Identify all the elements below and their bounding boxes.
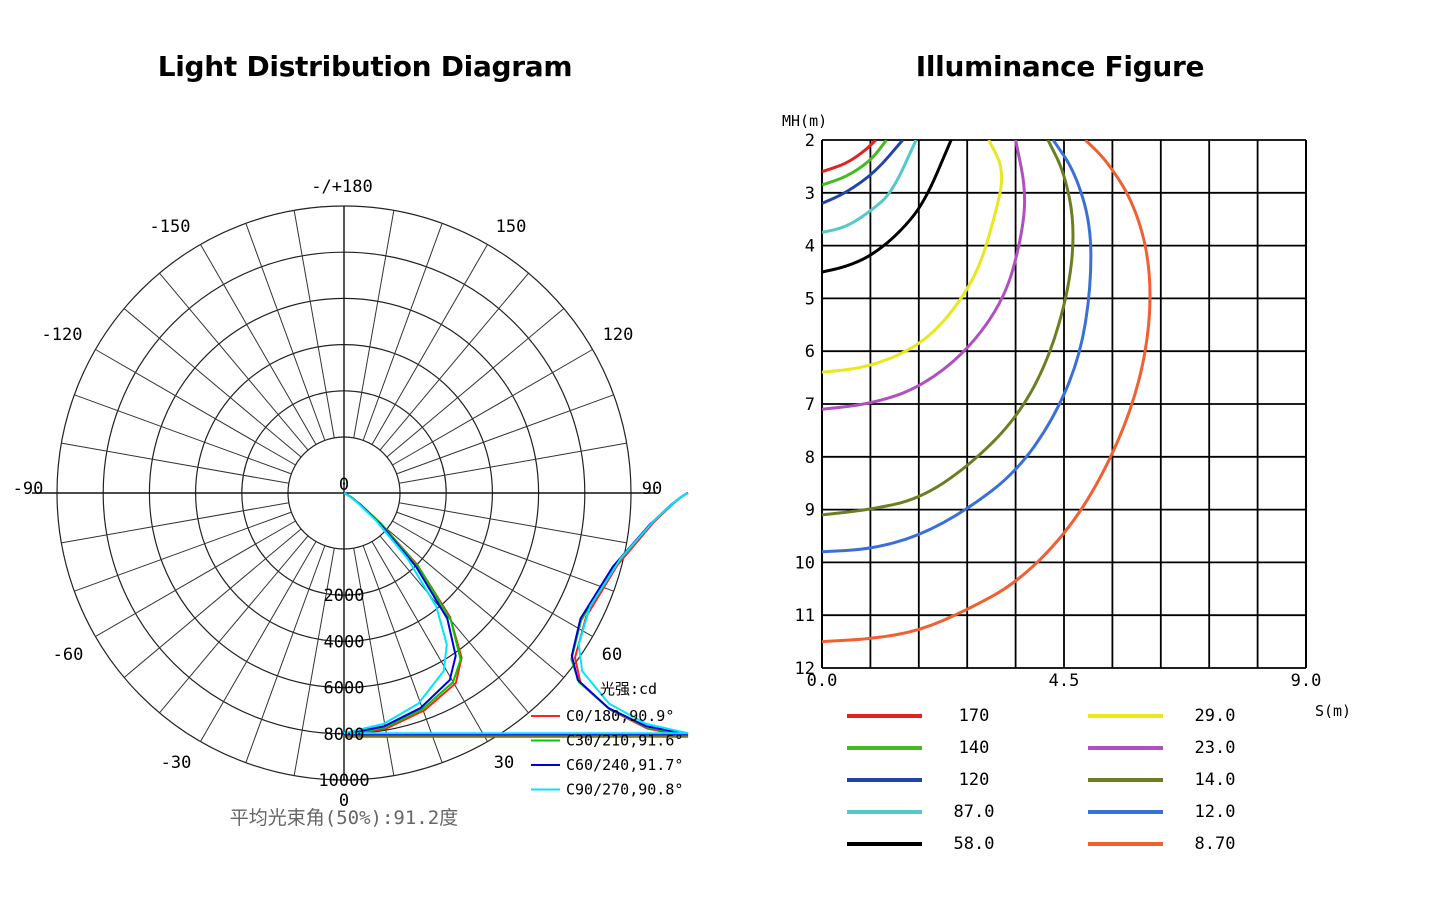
illum-contour-line: [822, 140, 1075, 517]
polar-spoke: [379, 535, 529, 714]
illum-y-tick: 2: [805, 131, 815, 151]
polar-radial-label: 2000: [324, 586, 365, 606]
polar-unit-label: 光强:cd: [600, 680, 657, 698]
polar-spoke: [95, 520, 296, 637]
polar-spoke: [200, 244, 317, 445]
polar-radial-label: 8000: [324, 725, 365, 745]
polar-spoke: [386, 528, 565, 678]
polar-spoke: [61, 502, 289, 544]
illum-legend-label: 170: [959, 706, 990, 726]
polar-center-label: 0: [339, 475, 349, 495]
polar-spoke: [74, 511, 292, 592]
polar-angle-label: -60: [53, 645, 84, 665]
polar-angle-label: -150: [150, 217, 191, 237]
illum-y-tick: 11: [795, 606, 815, 626]
light-distribution-title: Light Distribution Diagram: [157, 50, 573, 83]
illum-contour-line: [822, 140, 1093, 554]
illum-contour-line: [822, 140, 877, 174]
illum-legend-label: 23.0: [1195, 738, 1236, 758]
polar-angle-label: -30: [161, 753, 192, 773]
illum-y-tick: 10: [795, 553, 815, 573]
polar-spoke: [396, 394, 614, 475]
polar-angle-label: -90: [13, 479, 44, 499]
polar-spoke: [371, 244, 488, 445]
polar-spoke: [392, 349, 593, 466]
polar-radial-label: 4000: [324, 632, 365, 652]
polar-spoke: [371, 541, 488, 742]
illum-legend-label: 140: [959, 738, 990, 758]
illum-legend-label: 8.70: [1195, 834, 1236, 854]
polar-radial-label: 10000: [318, 771, 369, 791]
polar-spoke: [392, 520, 593, 637]
illum-contour-line: [822, 140, 1152, 644]
polar-radial-label: 6000: [324, 679, 365, 699]
polar-spoke: [159, 535, 309, 714]
polar-spoke: [245, 545, 326, 763]
illum-contour-line: [822, 140, 1004, 374]
polar-angle-label: 90: [642, 479, 662, 499]
polar-spoke: [123, 308, 302, 458]
illum-legend-label: 14.0: [1195, 770, 1236, 790]
illum-legend-label: 58.0: [954, 834, 995, 854]
illum-x-tick: 4.5: [1049, 671, 1080, 691]
polar-angle-label: 0: [339, 791, 349, 811]
illuminance-figure-title: Illuminance Figure: [915, 50, 1205, 83]
illum-y-tick: 8: [805, 448, 815, 468]
polar-angle-label: 60: [602, 645, 622, 665]
polar-angle-label: 150: [496, 217, 527, 237]
polar-legend-label: C90/270,90.8°: [566, 781, 683, 799]
illum-contour-line: [822, 140, 904, 205]
illum-x-tick: 9.0: [1291, 671, 1322, 691]
illum-x-axis-title: S(m): [1315, 702, 1351, 720]
illum-y-tick: 6: [805, 342, 815, 362]
illum-y-axis-title: MH(m): [782, 112, 827, 130]
polar-spoke: [159, 272, 309, 451]
polar-spoke: [362, 545, 443, 763]
illum-y-tick: 7: [805, 395, 815, 415]
illum-y-tick: 5: [805, 289, 815, 309]
polar-legend-label: C0/180,90.9°: [566, 707, 674, 725]
polar-spoke: [362, 223, 443, 441]
polar-spoke: [353, 548, 395, 776]
polar-legend-label: C60/240,91.7°: [566, 756, 683, 774]
polar-angle-label: -120: [42, 325, 83, 345]
polar-series-line: [343, 492, 689, 735]
polar-spoke: [353, 210, 395, 438]
polar-spoke: [399, 502, 627, 544]
illum-y-tick: 12: [795, 659, 815, 679]
polar-spoke: [95, 349, 296, 466]
illum-contour-line: [822, 140, 918, 234]
polar-angle-label: 30: [494, 753, 514, 773]
polar-spoke: [200, 541, 317, 742]
polar-spoke: [74, 394, 292, 475]
polar-spoke: [245, 223, 326, 441]
illum-x-tick: 0.0: [807, 671, 838, 691]
polar-angle-label: 120: [603, 325, 634, 345]
polar-footer: 平均光束角(50%):91.2度: [230, 807, 458, 829]
illum-legend-label: 120: [959, 770, 990, 790]
polar-legend-label: C30/210,91.6°: [566, 732, 683, 750]
illum-y-tick: 9: [805, 501, 815, 521]
polar-spoke: [396, 511, 614, 592]
illum-legend-label: 29.0: [1195, 706, 1236, 726]
illum-legend-label: 87.0: [954, 802, 995, 822]
illum-contour-line: [822, 140, 888, 187]
polar-spoke: [379, 272, 529, 451]
polar-spoke: [61, 442, 289, 484]
illum-legend-label: 12.0: [1195, 802, 1236, 822]
illum-contour-line: [822, 140, 1027, 411]
polar-spoke: [399, 442, 627, 484]
illum-y-tick: 4: [805, 237, 815, 257]
illum-contour-line: [822, 140, 953, 274]
polar-angle-label: -/+180: [311, 177, 372, 197]
illum-y-tick: 3: [805, 184, 815, 204]
polar-spoke: [293, 548, 335, 776]
polar-spoke: [386, 308, 565, 458]
polar-spoke: [293, 210, 335, 438]
polar-spoke: [123, 528, 302, 678]
